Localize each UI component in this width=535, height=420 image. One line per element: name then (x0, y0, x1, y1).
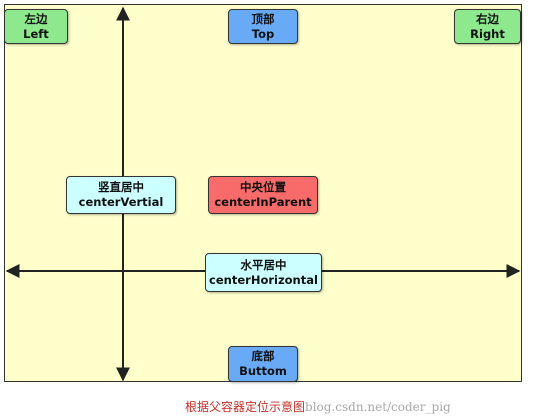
center-in-parent-en: centerInParent (214, 195, 312, 209)
center-in-parent-box: 中央位置 centerInParent (208, 176, 318, 214)
left-box-zh: 左边 (24, 11, 48, 26)
bottom-box-en: Buttom (239, 364, 287, 378)
right-box-zh: 右边 (476, 11, 499, 26)
bottom-box-zh: 底部 (251, 349, 275, 363)
center-horizontal-box: 水平居中 centerHorizontal (205, 253, 322, 292)
left-box-en: Left (23, 26, 49, 41)
center-horizontal-en: centerHorizontal (209, 272, 318, 287)
top-box-zh: 顶部 (251, 11, 275, 26)
right-box-en: Right (470, 26, 505, 41)
top-box-en: Top (251, 26, 275, 41)
caption-url: blog.csdn.net/coder_pig (305, 400, 451, 414)
left-box: 左边 Left (4, 9, 68, 44)
top-box: 顶部 Top (228, 9, 298, 44)
center-vertical-box: 竖直居中 centerVertial (66, 176, 176, 214)
center-vertical-en: centerVertial (78, 195, 164, 209)
bottom-box: 底部 Buttom (228, 346, 298, 382)
center-vertical-zh: 竖直居中 (98, 180, 144, 194)
center-in-parent-zh: 中央位置 (240, 180, 286, 194)
figure-caption: 根据父容器定位示意图blog.csdn.net/coder_pig (185, 398, 451, 415)
center-horizontal-zh: 水平居中 (240, 257, 287, 272)
caption-title: 根据父容器定位示意图 (185, 400, 306, 414)
right-box: 右边 Right (454, 9, 521, 44)
